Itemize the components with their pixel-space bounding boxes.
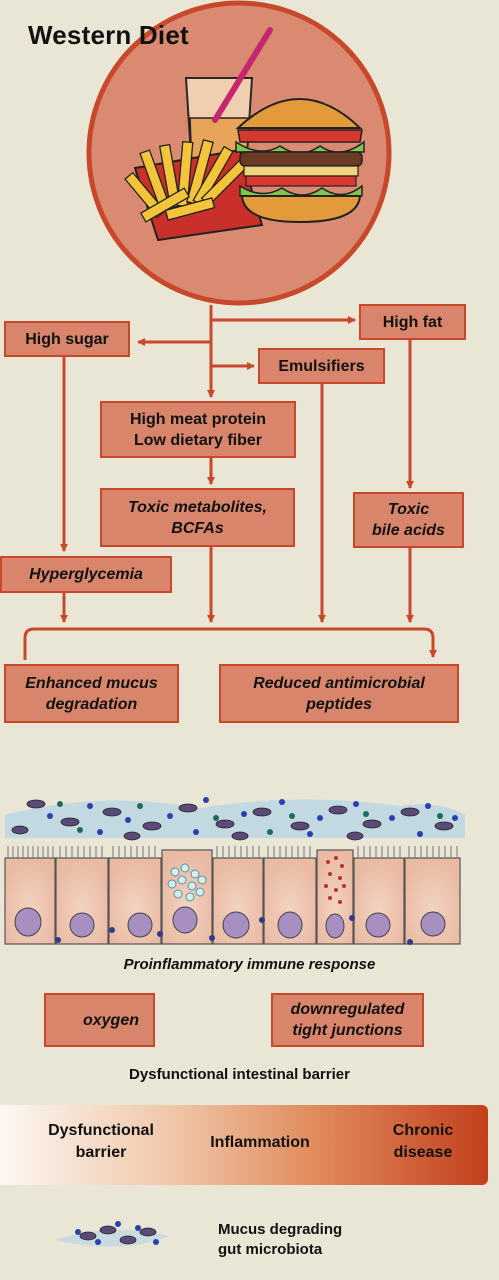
immune-dots (55, 915, 413, 945)
legend-microbiota-label: Mucus degrading gut microbiota (218, 1221, 343, 1258)
high-sugar-box: High sugar (4, 321, 130, 357)
immune-response-caption: Proinflammatory immune response (123, 956, 376, 973)
goblet-vesicles (167, 863, 207, 902)
progression-step-barrier: Dysfunctional barrier (48, 1122, 154, 1161)
toxic-metabolites-box: Toxic metabolites, BCFAs (100, 488, 295, 547)
page-title: Western Diet (28, 20, 189, 50)
mucus-degradation-box: Enhanced mucus degradation (4, 664, 179, 723)
red-granules (324, 856, 346, 904)
emulsifiers-box: Emulsifiers (258, 348, 385, 384)
western-diet-food-illustration (86, 0, 392, 306)
meat-protein-fiber-box: High meat protein Low dietary fiber (100, 401, 296, 458)
intestinal-epithelium-illustration (4, 797, 465, 945)
antimicrobial-peptides-box: Reduced antimicrobial peptides (219, 664, 459, 723)
progression-step-chronic-disease: Chronic disease (392, 1122, 454, 1161)
microbiota-layer (11, 797, 458, 841)
cell-nuclei (14, 906, 446, 939)
disease-progression-bar (0, 1105, 488, 1185)
progression-step-inflammation: Inflammation (210, 1134, 310, 1151)
tight-junctions-box: downregulated tight junctions (271, 993, 424, 1047)
high-fat-box: High fat (359, 304, 466, 340)
oxygen-box: oxygen (44, 993, 155, 1047)
flow-arrows (23, 305, 437, 660)
barrier-caption: Dysfunctional intestinal barrier (129, 1066, 350, 1083)
microvilli (7, 846, 458, 858)
toxic-bile-acids-box: Toxic bile acids (353, 492, 464, 548)
hyperglycemia-box: Hyperglycemia (0, 556, 172, 593)
mucus-degrading-microbiota-icon (55, 1221, 170, 1247)
